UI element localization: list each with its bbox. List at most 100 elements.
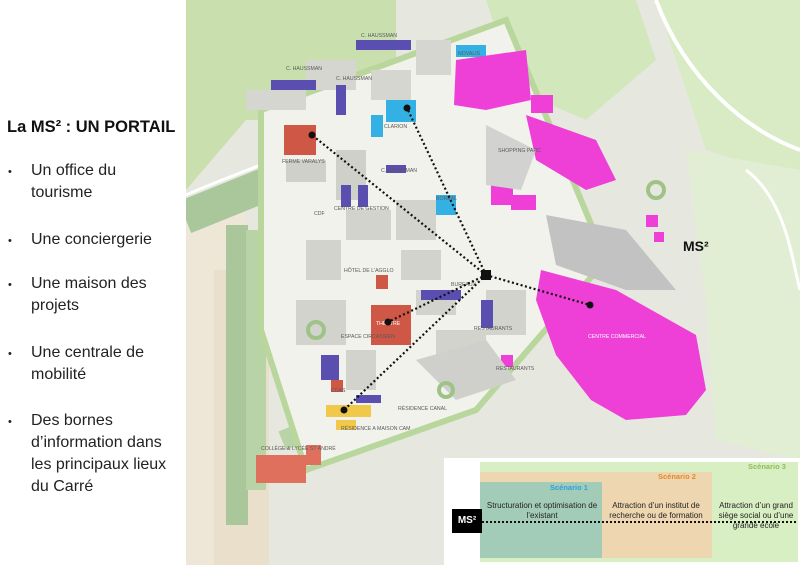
map-label: BORÉAL [436,195,457,202]
map-label: COLLÈGE & LYCÉE ST ANDRÉ [261,445,336,452]
connection-line [311,134,487,276]
shopping-building [531,95,553,113]
ms2-hub-marker[interactable] [481,270,491,280]
bullet-text: Des bornes d’information dans les princi… [31,412,167,495]
destination-dot[interactable] [308,131,316,139]
building [306,240,341,280]
map-label: C. HAUSSMAN [381,168,417,174]
blue-building [386,100,416,122]
destination-dot[interactable] [340,406,348,414]
connection-lines [311,107,591,411]
roundabout [646,180,666,200]
destination-dot[interactable] [586,301,594,309]
legend-dotted-arrow [482,521,796,523]
red-building [284,125,316,155]
building [371,70,411,100]
purple-building [271,80,316,90]
building [246,90,306,110]
shopping-building [511,195,536,210]
map-label: CENTRE COMMERCIAL [588,334,646,340]
canal [226,225,248,525]
shopping-building [654,232,664,242]
district-boulevard [258,16,610,474]
map-label: ESPACE CIRCASSIEN [341,334,395,340]
map-label: C. HAUSSMAN [336,76,372,82]
building [396,200,436,240]
theatre-building [371,305,411,345]
panel-title: La MS² : UN PORTAIL [7,118,176,136]
bullet-text: Une conciergerie [31,231,152,248]
map-label: SHOPPING PARC [498,148,541,154]
connection-line [485,273,591,307]
destination-dot[interactable] [384,318,392,326]
map-label: C. HAUSSMAN [361,33,397,39]
shopping-building [454,50,531,110]
parking-area [546,215,676,290]
purple-building [386,165,406,173]
red-building [306,445,321,465]
highway [745,168,800,291]
red-building [256,455,306,483]
map-label: RÉSIDENCE A MAISON CAM [341,425,410,432]
building [346,210,391,240]
map-label: FERME VARALYS [282,159,325,165]
park-area [686,150,800,460]
scenario-3-text: Attraction d’un grand siège social ou d’… [718,501,794,530]
purple-building [421,290,461,300]
scenario-2-text: Attraction d’un institut de recherche ou… [609,501,703,520]
scenario-2-label: Scénario 2 [658,472,696,481]
purple-building [321,355,339,380]
map-label: RESTAURANTS [474,326,513,332]
bullet-dot: • [8,416,12,428]
purple-building [356,40,411,50]
yellow-building [326,405,371,417]
blue-building [456,45,486,57]
scenario-1-label: Scénario 1 [550,483,588,492]
building [286,160,326,182]
shopping-building [646,215,658,227]
scenario-3-label: Scénario 3 [748,462,786,471]
scenario-1-band [480,482,602,558]
roundabout [437,381,455,399]
purple-building [356,395,381,403]
connection-line [343,274,487,411]
map-label: NOVALIS [458,51,481,57]
bullet-dot: • [8,235,12,247]
building [401,250,441,280]
bullet-text: Une maison des projets [31,275,147,314]
highway [654,0,800,152]
map-label: CLARION [384,124,407,130]
map-label: C. HAUSSMAN [286,66,322,72]
blue-building [371,115,383,137]
text-panel: La MS² : UN PORTAIL • Un office du touri… [0,0,186,565]
map-label: CDF [314,211,325,217]
ms2-legend-box: MS² [452,509,482,533]
scenario-1-text: Structuration et optimisation de l’exist… [486,501,598,520]
map-label: CCAS [331,388,346,394]
bullet-dot: • [8,166,12,178]
purple-building [481,300,493,328]
map-label: CENTRE DE GESTION [334,206,389,212]
park-area [656,0,800,180]
map-label: RESTAURANTS [496,366,535,372]
bullet-dot: • [8,348,12,360]
red-building [331,380,343,392]
purple-building [336,85,346,115]
centre-commercial [536,270,706,420]
ms2-hub-label: MS² [683,238,709,254]
map-label: RÉSIDENCE CANAL [398,405,447,412]
connection-line [387,274,487,323]
red-building [376,275,388,289]
building [416,40,451,75]
yellow-building [336,420,356,430]
purple-building [358,185,368,207]
bullet-text: Une centrale de mobilité [31,344,144,383]
scenario-legend: Scénario 3 Scénario 2 Scénario 1 Structu… [444,458,800,565]
roundabout [306,320,326,340]
map-label: HÔTEL DE L'AGGLO [344,267,394,274]
bullet-dot: • [8,279,12,291]
connection-line [406,107,487,276]
shopping-building [526,115,616,190]
bullet-text: Un office du tourisme [31,162,117,201]
destination-dot[interactable] [403,104,411,112]
